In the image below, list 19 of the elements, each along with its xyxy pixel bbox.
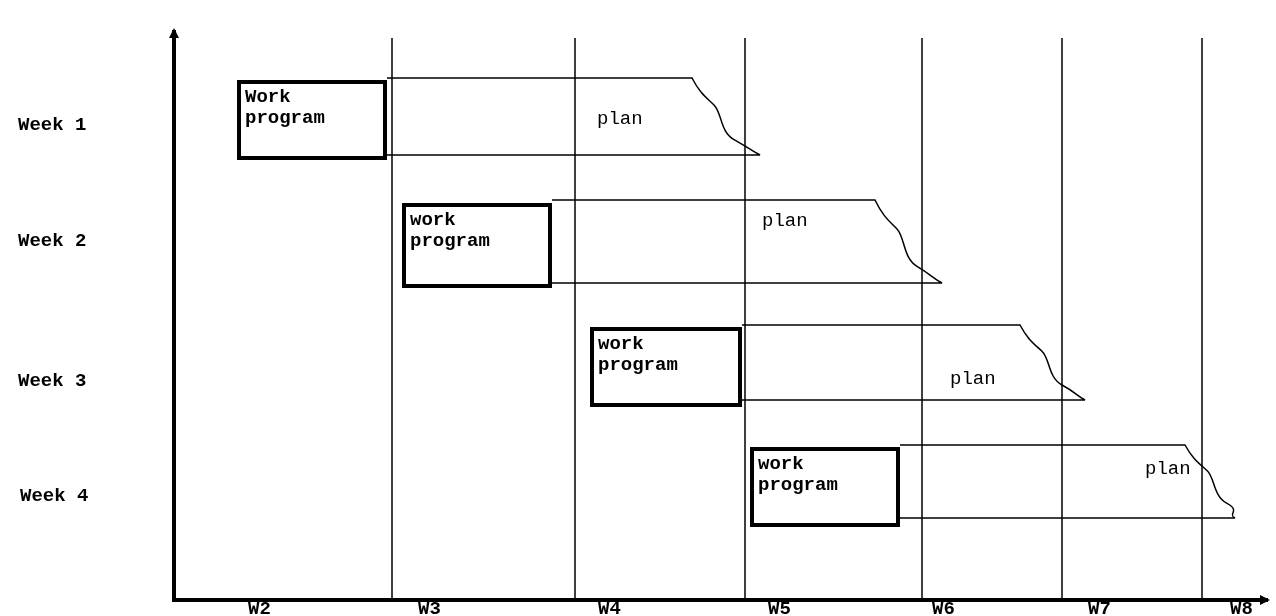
plan-label: plan <box>950 368 996 390</box>
row-label: Week 3 <box>18 370 87 392</box>
axis-tick-label: W8 <box>1230 598 1253 616</box>
axis-tick-label: W6 <box>932 598 955 616</box>
work-program-box: work program <box>590 327 742 407</box>
row-label: Week 2 <box>18 230 87 252</box>
row-label: Week 1 <box>18 114 87 136</box>
axis-tick-label: W4 <box>598 598 621 616</box>
work-program-box: work program <box>750 447 900 527</box>
plan-label: plan <box>1145 458 1191 480</box>
axis-tick-label: W5 <box>768 598 791 616</box>
axis-tick-label: W3 <box>418 598 441 616</box>
axis-tick-label: W2 <box>248 598 271 616</box>
work-program-box: Work program <box>237 80 387 160</box>
work-program-box: work program <box>402 203 552 288</box>
plan-label: plan <box>597 108 643 130</box>
axis-tick-label: W7 <box>1088 598 1111 616</box>
plan-label: plan <box>762 210 808 232</box>
row-label: Week 4 <box>20 485 89 507</box>
